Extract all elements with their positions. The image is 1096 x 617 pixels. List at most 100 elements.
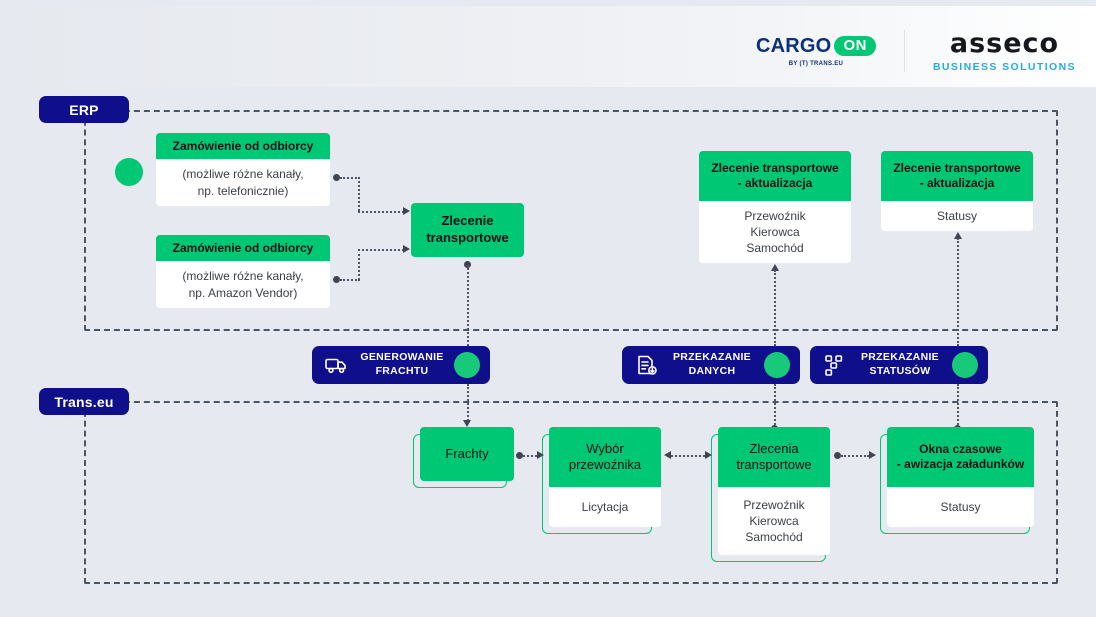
lane-transeu-boundary (84, 401, 1058, 584)
card-freights: Frachty (420, 427, 514, 481)
card-time-windows-body1: Statusy (940, 499, 981, 514)
card-carrier-choice-title-line1: Wybór (586, 440, 624, 456)
card-transport-orders-body1: Przewoźnik (743, 497, 805, 512)
card-order-update-status-body1: Statusy (936, 208, 978, 223)
card-transport-orders-body2: Kierowca (749, 513, 799, 528)
card-order-amazon-body: (możliwe różne kanały, np. Amazon Vendor… (156, 261, 330, 308)
pill-generate-freight-line1: GENEROWANIE (360, 351, 444, 364)
cargoon-logo-subtitle: BY (T) TRANS.EU (788, 60, 844, 67)
connector-update-data-v1 (774, 270, 776, 346)
connector-update-status-arrow (954, 232, 962, 239)
card-carrier-choice: Wybór przewoźnika Licytacja (549, 427, 661, 527)
card-carrier-choice-title-line2: przewoźnika (568, 457, 642, 472)
connector-order1-h2 (358, 211, 404, 213)
card-transport-orders: Zlecenia transportowe Przewoźnik Kierowc… (718, 427, 830, 555)
connector-transport-order-v1 (467, 265, 469, 346)
connector-order2-h2 (358, 249, 404, 251)
pill-transfer-statuses[interactable]: PRZEKAZANIE STATUSÓW (810, 346, 988, 384)
pill-transfer-data-line1: PRZEKAZANIE (673, 351, 751, 364)
card-order-update-data-title-line2: - aktualizacja (737, 176, 813, 190)
card-transport-orders-title-line1: Zlecenia (749, 440, 799, 456)
card-order-update-status-body: Statusy (881, 201, 1033, 231)
lane-erp-boundary (84, 110, 1058, 331)
pill-transfer-statuses-label: PRZEKAZANIE STATUSÓW (848, 351, 952, 378)
card-carrier-choice-body: Licytacja (549, 487, 661, 527)
connector-order2-arrow (403, 245, 410, 253)
document-transfer-icon (634, 352, 660, 378)
cargoon-logo-main: CARGO ON (756, 35, 876, 58)
pill-transfer-data[interactable]: PRZEKAZANIE DANYCH (622, 346, 800, 384)
card-freights-label: Frachty (445, 445, 489, 461)
pill-transfer-data-line2: DANYCH (688, 365, 736, 377)
pill-generate-freight-label: GENEROWANIE FRACHTU (350, 351, 454, 378)
card-transport-orders-title-line2: transportowe (736, 457, 812, 472)
connector-orders-windows-line (841, 455, 869, 457)
box-transport-order: Zlecenie transportowe (411, 203, 524, 257)
pill-transfer-statuses-line1: PRZEKAZANIE (861, 351, 939, 364)
card-order-update-data-body1: Przewoźnik (744, 208, 806, 223)
lane-tag-erp: ERP (39, 96, 129, 123)
cargoon-logo-badge: ON (834, 36, 876, 56)
box-transport-order-line1: Zlecenie (441, 213, 494, 229)
pill-generate-freight-status-dot (454, 352, 480, 378)
connector-orders-windows-arrow (869, 451, 876, 459)
logo-group: CARGO ON BY (T) TRANS.EU asseco BUSINESS… (756, 28, 1076, 73)
card-order-update-status-title-line1: Zlecenie transportowe (893, 161, 1021, 175)
connector-update-data-v2 (774, 384, 776, 429)
connector-transport-order-v2 (467, 384, 469, 421)
pill-transfer-data-status-dot (764, 352, 790, 378)
connector-update-status-v2 (957, 384, 959, 429)
card-time-windows-title: Okna czasowe - awizacja załadunków (887, 427, 1034, 487)
card-time-windows-title-line2: - awizacja załadunków (896, 457, 1025, 471)
connector-carrier-orders-arrow-left (664, 451, 671, 459)
card-order-update-data-title: Zlecenie transportowe - aktualizacja (699, 151, 851, 201)
card-time-windows-body: Statusy (887, 487, 1034, 527)
card-order-update-data-title-line1: Zlecenie transportowe (711, 161, 839, 175)
connector-update-data-arrow (771, 264, 779, 271)
card-carrier-choice-body1: Licytacja (581, 499, 629, 514)
lane-tag-transeu: Trans.eu (39, 388, 129, 415)
card-order-telephone-line2: np. telefonicznie) (197, 183, 289, 198)
erp-source-marker (115, 158, 143, 186)
connector-dot-transport-order (464, 261, 471, 268)
card-order-telephone-title: Zamówienie od odbiorcy (156, 133, 330, 159)
connector-freights-carrier-line (523, 455, 537, 457)
pill-transfer-data-label: PRZEKAZANIE DANYCH (660, 351, 764, 378)
card-order-amazon-line1: (możliwe różne kanały, (182, 269, 304, 284)
card-order-telephone: Zamówienie od odbiorcy (możliwe różne ka… (156, 133, 330, 206)
card-order-amazon: Zamówienie od odbiorcy (możliwe różne ka… (156, 235, 330, 308)
card-carrier-choice-title: Wybór przewoźnika (549, 427, 661, 487)
connector-dot-order1 (333, 174, 340, 181)
connector-dot-freights-carrier (516, 452, 523, 459)
card-order-amazon-title: Zamówienie od odbiorcy (156, 235, 330, 261)
truck-icon (324, 352, 350, 378)
connector-transport-order-arrow (463, 420, 471, 427)
asseco-logo-subtitle: BUSINESS SOLUTIONS (932, 61, 1076, 73)
pill-generate-freight[interactable]: GENEROWANIE FRACHTU (312, 346, 490, 384)
connector-dot-orders-windows (834, 452, 841, 459)
card-transport-orders-body: Przewoźnik Kierowca Samochód (718, 487, 830, 555)
connector-order2-h1 (340, 279, 360, 281)
card-order-update-data-body2: Kierowca (750, 224, 800, 239)
asseco-logo-word: asseco (949, 28, 1060, 59)
asseco-logo: asseco BUSINESS SOLUTIONS (933, 28, 1076, 73)
box-transport-order-line2: transportowe (426, 230, 509, 245)
card-order-update-data-body3: Samochód (746, 241, 804, 256)
connector-order1-h1 (340, 177, 360, 179)
card-order-update-status-title-line2: - aktualizacja (919, 176, 995, 190)
card-time-windows-title-line1: Okna czasowe (919, 442, 1002, 456)
cargoon-logo: CARGO ON BY (T) TRANS.EU (756, 35, 876, 67)
card-order-update-data: Zlecenie transportowe - aktualizacja Prz… (699, 151, 851, 263)
header-band: CARGO ON BY (T) TRANS.EU asseco BUSINESS… (0, 6, 1096, 87)
pill-transfer-statuses-status-dot (952, 352, 978, 378)
pill-generate-freight-line2: FRACHTU (375, 365, 429, 377)
card-order-telephone-body: (możliwe różne kanały, np. telefonicznie… (156, 159, 330, 206)
card-order-amazon-line2: np. Amazon Vendor) (188, 285, 298, 300)
card-time-windows: Okna czasowe - awizacja załadunków Statu… (887, 427, 1034, 527)
connector-update-status-v1 (957, 238, 959, 346)
pill-transfer-statuses-line2: STATUSÓW (869, 365, 931, 377)
connector-carrier-orders-arrow-right (705, 451, 712, 459)
card-order-update-status: Zlecenie transportowe - aktualizacja Sta… (881, 151, 1033, 231)
nodes-icon (822, 352, 848, 378)
